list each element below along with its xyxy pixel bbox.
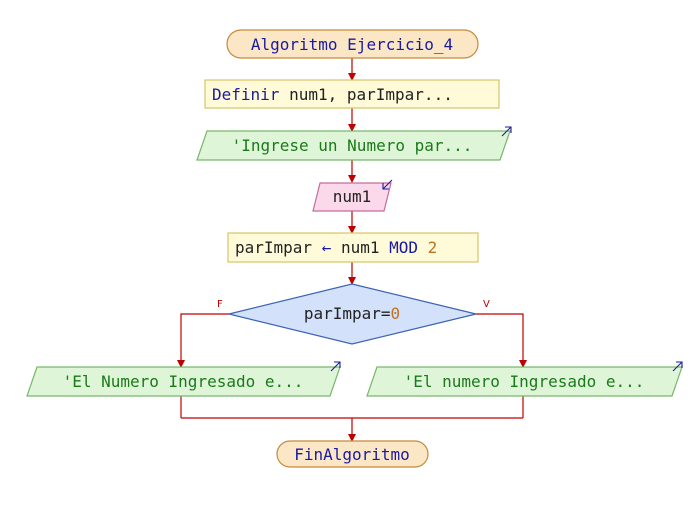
connectors	[177, 58, 527, 442]
false-output: 'El Numero Ingresado e...	[26, 361, 341, 397]
assign-target: parImpar	[235, 238, 312, 257]
assign-process: parImpar ← num1 MOD 2	[227, 232, 479, 263]
decision-value: 0	[391, 304, 401, 323]
end-terminal: FinAlgoritmo	[276, 440, 429, 468]
assign-text: parImpar ← num1 MOD 2	[235, 238, 437, 257]
decision-text: parImpar=0	[304, 304, 400, 323]
read-text: num1	[333, 187, 372, 206]
assign-arrow: ←	[312, 238, 341, 257]
prompt-output: 'Ingrese un Numero par...	[196, 126, 512, 161]
end-label: FinAlgoritmo	[294, 445, 410, 464]
define-text: Definir num1, parImpar...	[212, 85, 453, 104]
define-process: Definir num1, parImpar...	[204, 79, 500, 109]
output-arrow-icon	[672, 361, 683, 372]
decision-var: parImpar=	[304, 304, 391, 323]
connector-decision-true	[476, 313, 527, 368]
assign-var: num1	[341, 238, 380, 257]
prompt-text: 'Ingrese un Numero par...	[232, 136, 473, 155]
decision-diamond: parImpar=0 F V	[217, 283, 490, 345]
define-vars: num1, parImpar...	[279, 85, 452, 104]
read-input: num1	[312, 179, 393, 212]
input-arrow-icon	[382, 179, 393, 190]
start-terminal: Algoritmo Ejercicio_4	[226, 29, 479, 59]
output-arrow-icon	[501, 126, 512, 137]
define-keyword: Definir	[212, 85, 280, 104]
true-output-text: 'El numero Ingresado e...	[404, 372, 645, 391]
false-output-text: 'El Numero Ingresado e...	[63, 372, 304, 391]
false-branch-label: F	[217, 299, 223, 310]
true-output: 'El numero Ingresado e...	[366, 361, 683, 397]
connector-decision-false	[177, 313, 229, 368]
assign-value: 2	[428, 238, 438, 257]
start-label: Algoritmo Ejercicio_4	[251, 35, 453, 54]
assign-op: MOD	[380, 238, 428, 257]
output-arrow-icon	[330, 361, 341, 372]
true-branch-label: V	[483, 299, 490, 310]
